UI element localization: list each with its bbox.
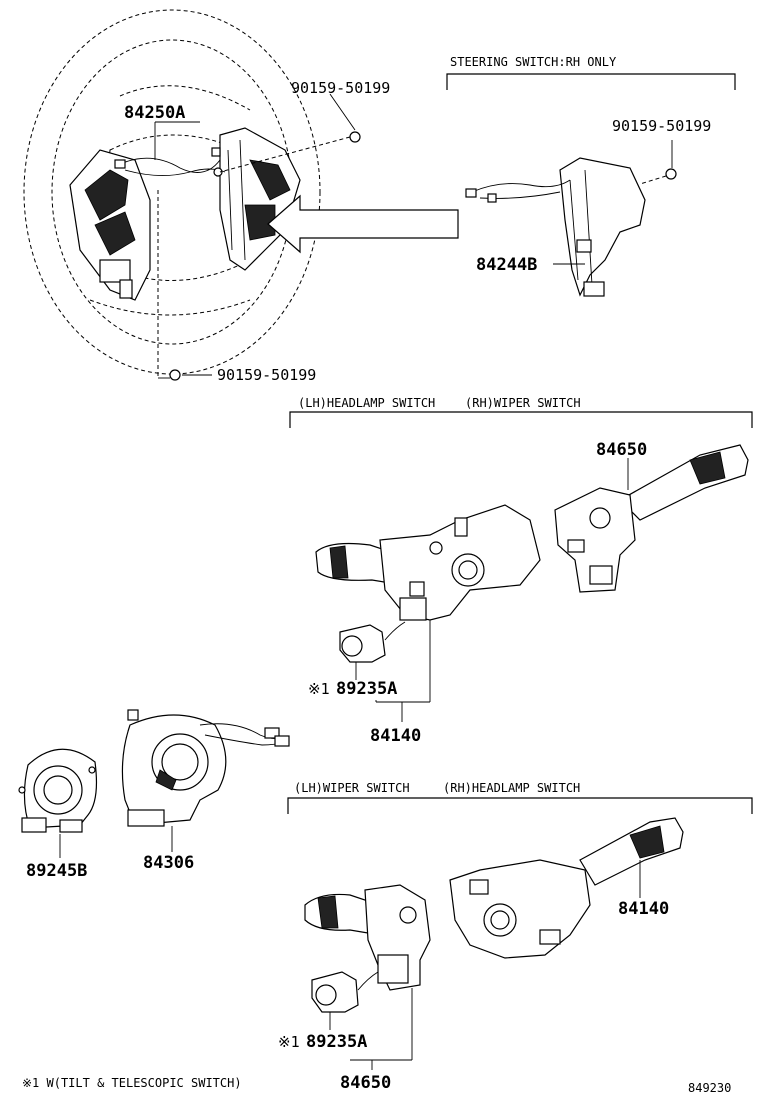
footnote: ※1 W(TILT & TELESCOPIC SWITCH) xyxy=(22,1076,242,1090)
part-number-84650-bottom: 84650 xyxy=(340,1073,391,1093)
caption-group2-lh: (LH)WIPER SWITCH xyxy=(294,781,410,795)
rh-steering-switch-group xyxy=(446,73,736,297)
part-number-84250A: 84250A xyxy=(124,103,185,123)
right-steering-switch xyxy=(219,127,301,271)
part-number-bolt-top: 90159-50199 xyxy=(291,79,390,97)
caption-group1-rh: (RH)WIPER SWITCH xyxy=(465,396,581,410)
part-number-89245B: 89245B xyxy=(26,861,87,881)
spiral-cable-84306 xyxy=(121,709,290,827)
part-number-84306: 84306 xyxy=(143,853,194,873)
part-number-bolt-bottom: 90159-50199 xyxy=(217,366,316,384)
part-number-84650-top: 84650 xyxy=(596,440,647,460)
caption-steering-rh-only: STEERING SWITCH:RH ONLY xyxy=(450,55,617,69)
bolt-rh-icon xyxy=(639,168,677,185)
steering-wheel-assembly xyxy=(23,9,459,375)
tilt-switch-89235A-bottom xyxy=(311,971,379,1013)
install-direction-arrow xyxy=(267,194,459,254)
part-number-bolt-rh: 90159-50199 xyxy=(612,117,711,135)
part-number-84244B: 84244B xyxy=(476,255,537,275)
switch-group-1 xyxy=(289,411,753,722)
caption-group2-rh: (RH)HEADLAMP SWITCH xyxy=(443,781,580,795)
wiper-switch-84650-bottom xyxy=(304,884,431,991)
headlamp-switch-84140-bottom xyxy=(449,817,684,959)
switch-group-2 xyxy=(287,797,753,1070)
bolt-top-icon xyxy=(219,131,361,173)
rh-steering-switch xyxy=(559,157,646,297)
part-number-89235A-bottom: 89235A xyxy=(306,1032,367,1052)
note-mark-89235A-top: ※1 xyxy=(308,680,330,698)
spiral-cable-89245B xyxy=(18,748,98,833)
bolt-bottom-icon xyxy=(157,190,181,381)
caption-group1-lh: (LH)HEADLAMP SWITCH xyxy=(298,396,435,410)
part-number-84140-top: 84140 xyxy=(370,726,421,746)
left-steering-switch xyxy=(69,149,151,301)
diagram-id: 849230 xyxy=(688,1081,731,1095)
note-mark-89235A-bottom: ※1 xyxy=(278,1033,300,1051)
headlamp-switch-84140-top xyxy=(315,504,541,621)
wiper-switch-84650-top xyxy=(554,444,749,593)
steering-wheel-hub xyxy=(99,134,251,281)
part-number-89235A-top: 89235A xyxy=(336,679,397,699)
tilt-switch-89235A-top xyxy=(339,621,406,663)
part-number-84140-bottom: 84140 xyxy=(618,899,669,919)
